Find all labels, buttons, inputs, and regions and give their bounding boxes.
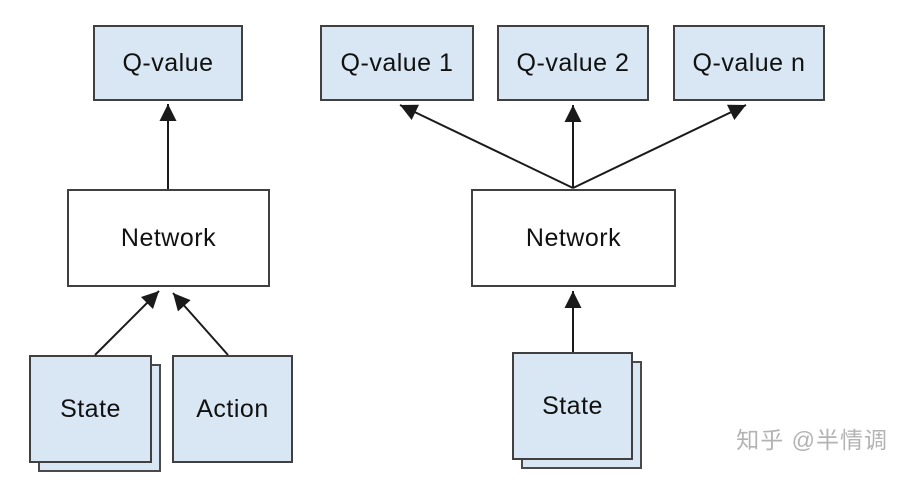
arrow-right-network-to-qvaluen	[572, 104, 747, 189]
arrow-left-action-to-network	[172, 292, 229, 356]
right-q-value-1-box: Q-value 1	[320, 25, 474, 101]
right-network-box: Network	[471, 189, 676, 287]
zhihu-watermark: 知乎 @半情调	[736, 427, 888, 453]
right-q-value-n-box: Q-value n	[673, 25, 825, 101]
left-network-box: Network	[67, 189, 270, 287]
arrow-left-state-to-network	[94, 290, 160, 356]
right-q-value-2-box: Q-value 2	[497, 25, 649, 101]
left-q-value-box: Q-value	[93, 25, 243, 101]
left-state-box: State	[29, 355, 152, 463]
arrow-right-network-to-qvalue1	[399, 104, 574, 189]
right-state-box: State	[512, 352, 633, 460]
left-action-box: Action	[172, 355, 293, 463]
